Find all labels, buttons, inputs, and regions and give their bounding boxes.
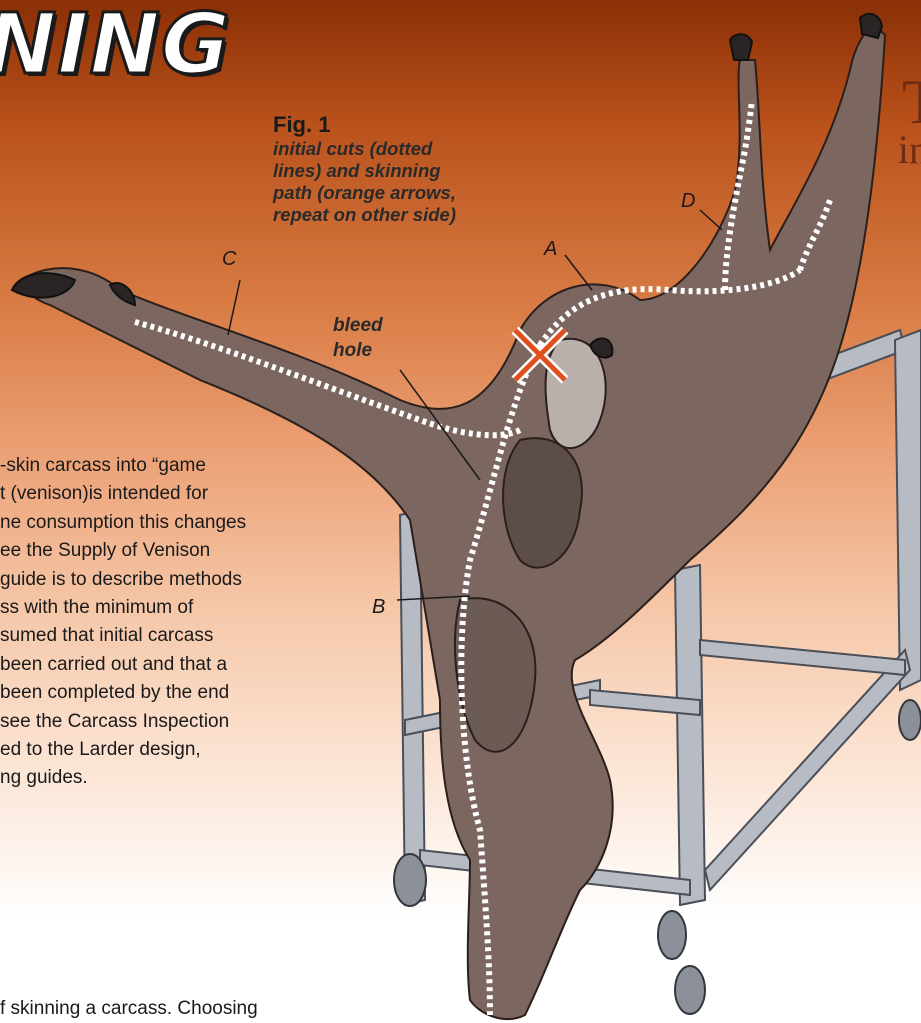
figure-caption-line: initial cuts (dotted [273, 138, 513, 160]
bleed-hole-label-line: hole [333, 338, 383, 363]
figure-caption-line: lines) and skinning [273, 160, 513, 182]
bottom-paragraph-line: f skinning a carcass. Choosing [0, 998, 258, 1020]
label-d: D [681, 190, 695, 213]
body-line: guide is to describe methods [0, 566, 380, 594]
body-line: ee the Supply of Venison [0, 537, 380, 565]
bleed-hole-label: bleed hole [333, 313, 383, 363]
figure-caption: Fig. 1 initial cuts (dotted lines) and s… [273, 112, 513, 226]
body-line: -skin carcass into “game [0, 452, 380, 480]
body-line: been completed by the end [0, 679, 380, 707]
figure-caption-line: repeat on other side) [273, 204, 513, 226]
body-line: ng guides. [0, 764, 380, 792]
body-line: been carried out and that a [0, 651, 380, 679]
bleed-hole-label-line: bleed [333, 313, 383, 338]
body-line: ss with the minimum of [0, 594, 380, 622]
body-line: see the Carcass Inspection [0, 708, 380, 736]
label-a: A [544, 238, 557, 261]
body-line: ne consumption this changes [0, 509, 380, 537]
body-paragraph: -skin carcass into “game t (venison)is i… [0, 452, 380, 793]
body-line: ed to the Larder design, [0, 736, 380, 764]
label-c: C [222, 248, 236, 271]
figure-title: Fig. 1 [273, 112, 513, 138]
body-line: t (venison)is intended for [0, 480, 380, 508]
body-line: sumed that initial carcass [0, 622, 380, 650]
figure-caption-line: path (orange arrows, [273, 182, 513, 204]
